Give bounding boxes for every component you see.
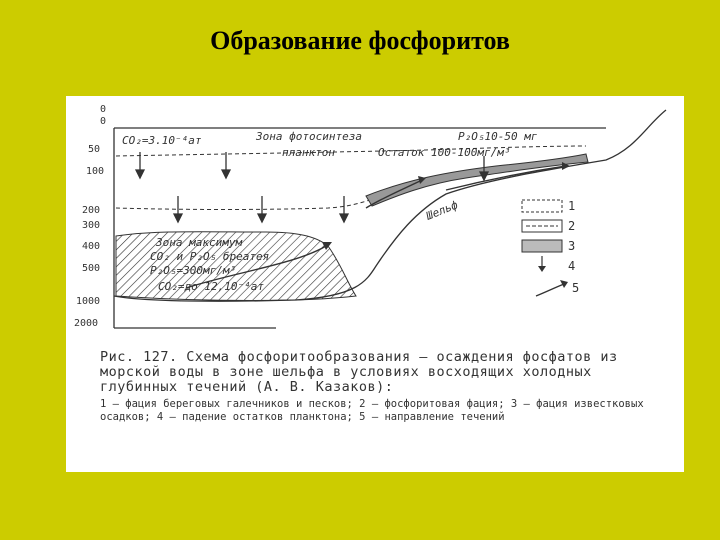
legend-number: 5 (572, 281, 579, 295)
figure-labels: CO₂=3.10⁻⁴ат Зона фотосинтеза планктон P… (122, 130, 537, 293)
phosphorite-diagram: 0 0 50 100 200 300 400 500 1000 2000 (74, 104, 667, 329)
depth-label: 100 (86, 166, 104, 177)
max-zone-label: CO₂ и P₂O₅ бреатея (150, 250, 269, 263)
excess-label: Остаток 100-100мг/м³ (378, 146, 510, 159)
photosynthesis-label: Зона фотосинтеза (255, 130, 362, 143)
max-zone-label: Зона максимум (155, 236, 242, 249)
legend-fall-arrow (538, 266, 546, 272)
depth-label: 0 (100, 104, 106, 115)
legend-number: 2 (568, 219, 575, 233)
depth-label: 300 (82, 220, 100, 231)
slide-title: Образование фосфоритов (210, 26, 510, 55)
caption-main: Рис. 127. Схема фосфоритообразования — о… (100, 349, 618, 395)
depth-label: 1000 (76, 296, 100, 307)
depth-label: 50 (88, 144, 100, 155)
legend-swatch-beach (521, 199, 563, 213)
scanned-figure: 0 0 50 100 200 300 400 500 1000 2000 (66, 96, 684, 472)
depth-label: 500 (82, 263, 100, 274)
depth-label: 2000 (74, 318, 98, 329)
sea-frame (113, 109, 667, 329)
legend-number: 4 (568, 259, 575, 273)
legend-number: 3 (568, 239, 575, 253)
caption-legend: 1 — фация береговых галечников и песков;… (100, 398, 644, 423)
co2-label: CO₂=3.10⁻⁴ат (122, 134, 202, 147)
plankton-fall-arrows (134, 152, 490, 224)
shelf-label: Шельф (423, 198, 460, 223)
figure-legend: 1 2 3 4 5 (521, 199, 579, 297)
plankton-label: планктон (282, 146, 335, 159)
current-arrows (185, 165, 567, 289)
p2o5-top-label: P₂O₅10-50 мг (458, 130, 537, 143)
shelf-band (365, 153, 589, 207)
legend-swatch-calcareous (521, 239, 563, 253)
zone-boundaries (115, 145, 587, 210)
figure-caption: Рис. 127. Схема фосфоритообразования — о… (100, 350, 660, 424)
max-zone-label: CO₂=до 12,10⁻⁴ат (158, 280, 264, 293)
legend-number: 1 (568, 199, 575, 213)
depth-label: 0 (100, 116, 106, 127)
depth-scale: 0 0 50 100 200 300 400 500 1000 2000 (74, 104, 106, 329)
depth-label: 400 (82, 241, 100, 252)
max-zone-hatching (115, 231, 357, 301)
legend-current-arrow (560, 280, 568, 288)
depth-label: 200 (82, 205, 100, 216)
max-zone-label: P₂O₅=300мг/м³ (150, 264, 236, 277)
